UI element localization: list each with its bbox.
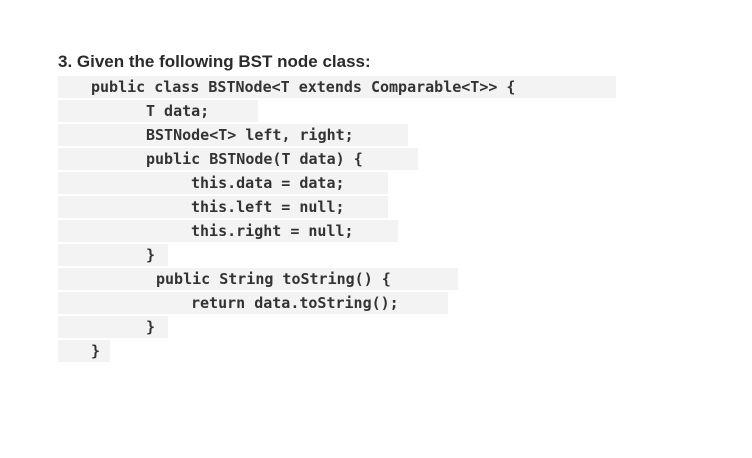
code-line-4: public BSTNode(T data) { [58, 148, 418, 170]
code-line-1: public class BSTNode<T extends Comparabl… [58, 76, 616, 98]
code-line-9: public String toString() { [58, 268, 458, 290]
code-line-text: public String toString() { [156, 270, 391, 288]
code-line-text: BSTNode<T> left, right; [146, 126, 354, 144]
code-line-7: this.right = null; [58, 220, 398, 242]
code-line-12: } [58, 340, 110, 362]
code-line-text: } [146, 318, 156, 336]
code-line-text: public class BSTNode<T extends Comparabl… [91, 78, 516, 96]
code-line-text: return data.toString(); [191, 294, 399, 312]
code-line-text: this.left = null; [191, 198, 345, 216]
code-line-text: this.right = null; [191, 222, 354, 240]
code-line-text: } [91, 342, 101, 360]
question-heading: 3. Given the following BST node class: [58, 52, 371, 71]
code-line-text: } [146, 246, 156, 264]
code-line-3: BSTNode<T> left, right; [58, 124, 408, 146]
code-line-text: public BSTNode(T data) { [146, 150, 363, 168]
code-line-text: this.data = data; [191, 174, 345, 192]
code-line-5: this.data = data; [58, 172, 388, 194]
code-line-text: T data; [146, 102, 210, 120]
code-line-8: } [58, 244, 168, 266]
code-block: public class BSTNode<T extends Comparabl… [58, 76, 616, 364]
code-line-6: this.left = null; [58, 196, 388, 218]
code-line-2: T data; [58, 100, 258, 122]
code-line-10: return data.toString(); [58, 292, 448, 314]
code-line-11: } [58, 316, 168, 338]
